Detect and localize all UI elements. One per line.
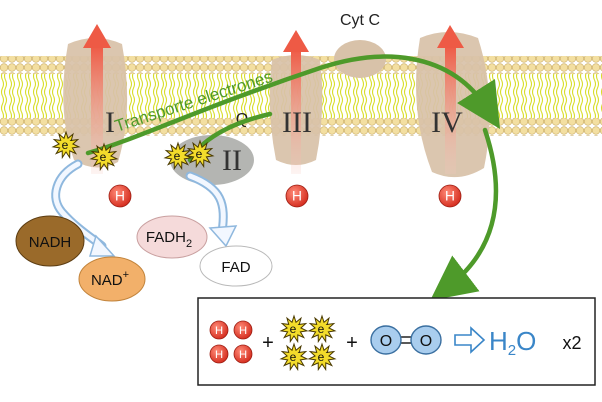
water-product: H [489, 326, 508, 356]
svg-text:H: H [445, 189, 455, 204]
transport-arrow-to-oxygen [430, 127, 499, 301]
proton-icon: H [209, 320, 229, 340]
svg-text:e: e [318, 350, 325, 364]
oxygen-molecule: O O [370, 325, 442, 355]
svg-text:e: e [62, 138, 69, 152]
cytochrome-c-label: Cyt C [340, 12, 380, 29]
svg-text:H: H [115, 189, 125, 204]
proton-icon: H [438, 184, 462, 208]
svg-text:H: H [215, 349, 223, 361]
svg-text:-: - [204, 144, 207, 154]
proton-pump-arrow-1 [83, 24, 111, 174]
electron-icon: e- [307, 314, 337, 344]
electron-icon: e- [307, 342, 337, 372]
multiplier-label: x2 [562, 333, 581, 353]
complex-2-label: II [222, 144, 242, 177]
svg-text:NAD+: NAD+ [91, 269, 129, 289]
proton-icon: H [108, 184, 132, 208]
svg-text:e: e [100, 150, 107, 164]
transport-arrow [85, 54, 501, 156]
svg-text:e: e [174, 149, 181, 163]
nad-molecule: NAD+ [78, 256, 146, 302]
proton-icon: H [285, 184, 309, 208]
nad-charge: + [123, 269, 129, 281]
svg-text:H: H [292, 189, 302, 204]
complex-4-label: IV [431, 106, 463, 139]
svg-text:H: H [239, 325, 247, 337]
nadh-label: NADH [29, 234, 72, 251]
complex-1-label: I [105, 106, 115, 139]
svg-text:-: - [108, 147, 111, 157]
svg-text:e: e [318, 322, 325, 336]
complex-3-label: III [282, 106, 312, 139]
water-product-tail: O [516, 326, 536, 356]
proton-icon: H [233, 344, 253, 364]
proton-icon: H [209, 344, 229, 364]
nad-label: NAD [91, 272, 123, 289]
fad-label: FAD [221, 259, 250, 276]
nadh-donation-arrow-inner [53, 161, 105, 249]
svg-text:FADH2: FADH2 [146, 229, 192, 250]
fadh2-donation-arrow-inner [187, 173, 226, 235]
electron-icon: e- [279, 342, 309, 372]
svg-text:e: e [290, 322, 297, 336]
equation-plus-2: + [346, 332, 358, 354]
fad-molecule: FAD [199, 245, 273, 287]
proton-pump-arrow-3 [283, 30, 309, 174]
svg-text:H2O: H2O [489, 326, 536, 359]
proton-pump-arrow-4 [437, 25, 464, 174]
nadh-donation-arrowhead [88, 234, 116, 257]
svg-text:-: - [70, 135, 73, 145]
svg-text:e: e [290, 350, 297, 364]
svg-text:H: H [239, 349, 247, 361]
electron-icon: e- [89, 142, 119, 172]
fadh2-donation-arrowhead [208, 225, 238, 248]
fadh2-molecule: FADH2 [136, 215, 208, 259]
equation-electrons: e-e-e-e- [279, 314, 337, 372]
oxygen-atom-label: O [420, 333, 432, 350]
membrane-electrons: e-e-e-e- [51, 130, 215, 172]
electron-icon: e- [185, 139, 215, 169]
svg-text:-: - [298, 319, 301, 329]
svg-text:-: - [298, 347, 301, 357]
fadh2-label: FADH [146, 229, 186, 246]
electron-icon: e- [279, 314, 309, 344]
nadh-molecule: NADH [15, 215, 85, 267]
svg-text:-: - [182, 146, 185, 156]
electron-icon: e- [163, 141, 193, 171]
reaction-arrow-icon [454, 326, 486, 354]
svg-text:-: - [326, 347, 329, 357]
electron-icon: e- [51, 130, 81, 160]
equation-plus-1: + [262, 332, 274, 354]
proton-icon: H [233, 320, 253, 340]
fadh2-subscript: 2 [186, 238, 192, 250]
water-subscript: 2 [508, 342, 516, 359]
svg-text:-: - [326, 319, 329, 329]
oxygen-atom-label: O [380, 333, 392, 350]
svg-text:e: e [196, 147, 203, 161]
svg-text:H: H [215, 325, 223, 337]
